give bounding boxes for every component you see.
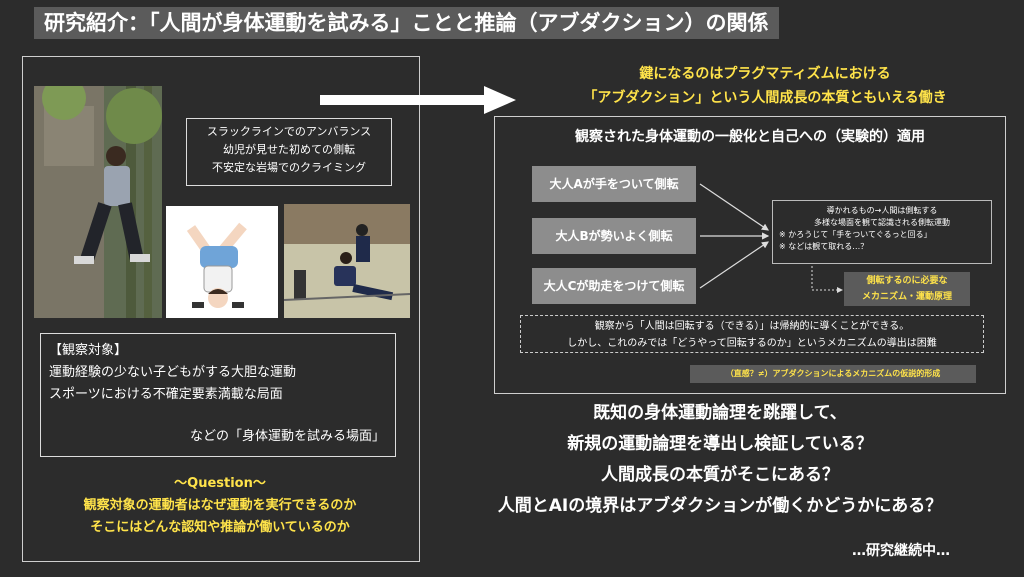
observation-box: 【観察対象】 運動経験の少ない子どもがする大胆な運動 スポーツにおける不確定要素…: [40, 333, 396, 457]
question-line-1: 観察対象の運動者はなぜ運動を実行できるのか: [83, 498, 357, 513]
research-question-2: 新規の運動論理を導出し検証している？: [567, 434, 873, 454]
caption-climbing: 不安定な岩場でのクライミング: [212, 161, 366, 174]
research-question-4: 人間とAIの境界はアブダクションが働くかどうかにある？: [497, 496, 943, 516]
right-arrow-icon: [320, 86, 516, 118]
panel-title: 観察された身体運動の一般化と自己への（実験的）適用: [575, 129, 925, 145]
key-statement: 鍵になるのはプラグマティズムにおける 「アブダクション」という人間成長の本質とも…: [520, 62, 1010, 110]
research-question-3: 人間成長の本質がそこにある？: [601, 465, 839, 485]
left-panel: [22, 56, 420, 562]
adult-a-box: 大人Aが手をついて側転: [532, 166, 696, 202]
adult-b-box: 大人Bが勢いよく側転: [532, 218, 696, 254]
research-question-1: 既知の身体運動論理を跳躍して、: [593, 403, 847, 423]
caption-cartwheel: 幼児が見せた初めての側転: [223, 143, 355, 156]
mechanism-line-2: メカニズム・運動原理: [861, 292, 952, 302]
observation-heading: 【観察対象】: [49, 343, 128, 358]
question-heading: 〜Question〜: [174, 476, 266, 491]
induction-line-2: しかし、これのみでは「どうやって回転するのか」というメカニズムの導出は困難: [567, 338, 937, 349]
mechanism-box: 側転するのに必要な メカニズム・運動原理: [844, 272, 970, 306]
derived-line-2: 多様な場面を観て認識される側転運動: [814, 218, 950, 227]
derived-box: 導かれるもの→人間は側転する 多様な場面を観て認識される側転運動 ※ かろうじて…: [772, 200, 992, 264]
question-line-2: そこにはどんな認知や推論が働いているのか: [90, 520, 350, 535]
derived-line-3: ※ かろうじて「手をついてぐるっと回る」: [779, 230, 932, 239]
activity-captions: スラックラインでのアンバランス 幼児が見せた初めての側転 不安定な岩場でのクライ…: [186, 118, 392, 186]
slackline-photo: [284, 204, 410, 318]
cartwheel-illustration: [166, 206, 278, 318]
derived-line-1: 導かれるもの→人間は側転する: [826, 206, 938, 215]
key-line-2: 「アブダクション」という人間成長の本質ともいえる働き: [583, 90, 947, 106]
research-continuing: …研究継続中…: [852, 543, 950, 559]
right-panel: [494, 116, 1006, 394]
caption-slackline: スラックラインでのアンバランス: [206, 125, 372, 138]
observation-note: などの「身体運動を試みる場面」: [189, 429, 385, 444]
climbing-photo: [34, 86, 162, 318]
key-line-1: 鍵になるのはプラグマティズムにおける: [639, 66, 891, 82]
observation-line-1: 運動経験の少ない子どもがする大胆な運動: [49, 365, 297, 380]
adult-c-box: 大人Cが助走をつけて側転: [532, 268, 696, 304]
induction-box: 観察から「人間は回転する（できる）」は帰納的に導くことができる。 しかし、これの…: [520, 315, 984, 353]
derived-line-4: ※ などは観て取れる…？: [779, 242, 869, 251]
induction-line-1: 観察から「人間は回転する（できる）」は帰納的に導くことができる。: [594, 321, 910, 332]
abduction-label: （直感？≠）アブダクションによるメカニズムの仮説的形成: [690, 365, 976, 383]
question-block: 〜Question〜 観察対象の運動者はなぜ運動を実行できるのか そこにはどんな…: [22, 473, 418, 539]
mechanism-line-1: 側転するのに必要な: [866, 276, 948, 286]
observation-line-2: スポーツにおける不確定要素満載な局面: [49, 387, 283, 402]
research-questions: 既知の身体運動論理を跳躍して、 新規の運動論理を導出し検証している？ 人間成長の…: [430, 398, 1010, 522]
connector-arrows: [699, 183, 843, 293]
page-title: 研究紹介：「人間が身体運動を試みる」ことと推論（アブダクション）の関係: [34, 7, 779, 39]
